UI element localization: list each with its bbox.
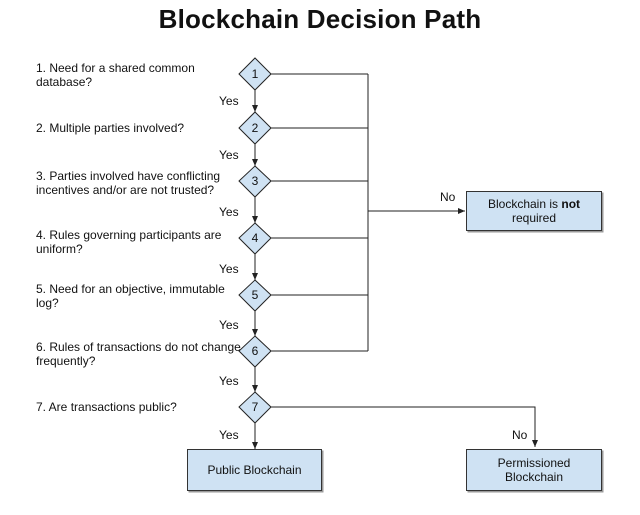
no-label: No <box>440 190 456 204</box>
no-connector-7-permissioned <box>271 406 538 447</box>
question-5: 5. Need for an objective, immutable log? <box>36 282 225 310</box>
question-3: 3. Parties involved have conflicting inc… <box>36 169 221 197</box>
outcome-not-required-label: Blockchain is not required <box>467 197 601 225</box>
yes-label: Yes <box>219 94 239 108</box>
outcome-public-label: Public Blockchain <box>207 463 302 477</box>
question-1: 1. Need for a shared common database? <box>36 61 195 89</box>
yes-label: Yes <box>219 205 239 219</box>
no-label: No <box>512 428 528 442</box>
outcome-not-required-suffix: required <box>511 211 557 225</box>
node-number: 2 <box>252 121 259 135</box>
outcome-permissioned-blockchain: Permissioned Blockchain <box>466 449 602 491</box>
node-number: 4 <box>252 231 259 245</box>
outcome-permissioned-label: Permissioned Blockchain <box>497 456 571 484</box>
yes-label: Yes <box>219 318 239 332</box>
node-number: 1 <box>252 67 259 81</box>
decision-node-5: 5 <box>238 279 272 312</box>
yes-label: Yes <box>219 374 239 388</box>
node-number: 6 <box>252 344 259 358</box>
node-number: 7 <box>252 400 259 414</box>
decision-node-4: 4 <box>238 222 272 255</box>
node-number: 5 <box>252 288 259 302</box>
outcome-not-required: Blockchain is not required <box>466 191 602 231</box>
outcome-not-required-emphasis: not <box>561 197 581 211</box>
question-2: 2. Multiple parties involved? <box>36 121 185 135</box>
decision-node-1: 1 <box>238 57 272 91</box>
yes-label: Yes <box>219 428 239 442</box>
diagram-title: Blockchain Decision Path <box>158 4 482 34</box>
node-number: 3 <box>252 174 259 188</box>
question-7: 7. Are transactions public? <box>36 400 177 414</box>
outcome-public-blockchain: Public Blockchain <box>187 449 322 491</box>
yes-label: Yes <box>219 148 239 162</box>
outcome-not-required-prefix: Blockchain is <box>487 197 562 211</box>
decision-node-3: 3 <box>238 165 272 198</box>
decision-node-2: 2 <box>238 111 272 145</box>
yes-label: Yes <box>219 262 239 276</box>
question-6: 6. Rules of transactions do not change f… <box>36 340 241 368</box>
decision-node-6: 6 <box>238 335 272 368</box>
question-4: 4. Rules governing participants are unif… <box>36 228 222 256</box>
decision-node-7: 7 <box>238 391 272 424</box>
